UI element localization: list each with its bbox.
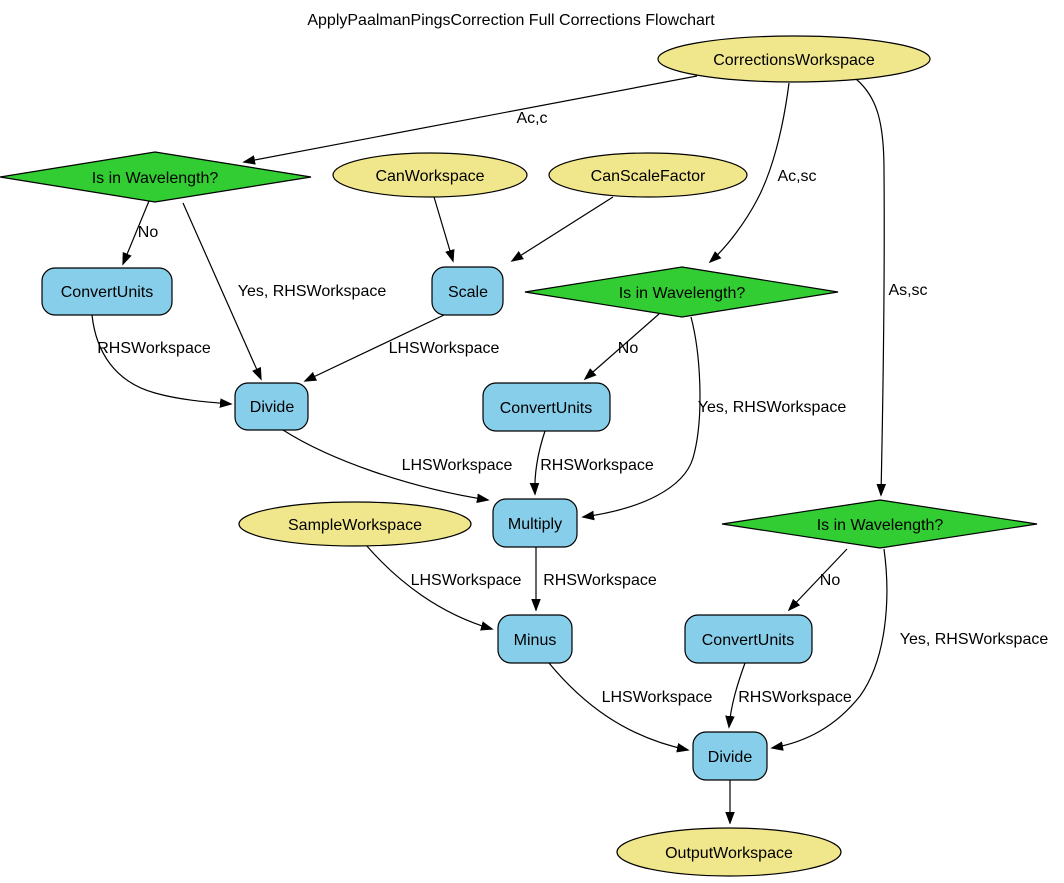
node-output-workspace: OutputWorkspace [616,827,842,877]
edge-label-no-right: No [820,572,841,589]
node-wavelength-check-left: Is in Wavelength? [0,151,312,203]
edge-can-scale-factor-to-scale [512,196,614,261]
diagram-title: ApplyPaalmanPingsCorrection Full Correct… [307,12,715,29]
edge-label-lhs-sample: LHSWorkspace [411,572,522,589]
edge-corrections-to-wavelength-right [855,78,884,495]
edge-label-yes-left: Yes, RHSWorkspace [238,283,387,300]
node-sample-workspace: SampleWorkspace [238,501,472,547]
node-can-scale-factor: CanScaleFactor [548,152,748,198]
node-wavelength-check-middle: Is in Wavelength? [524,266,839,318]
edge-wavelength-middle-no [585,313,660,379]
edge-convert-units-left-to-divide [91,314,231,404]
edge-label-ac-sc: Ac,sc [777,168,816,185]
divide-corrections-label: Divide [250,399,295,416]
can-scale-factor-ellipse [548,152,748,198]
edge-minus-to-divide-output [548,662,688,750]
edge-corrections-to-wavelength-middle [710,82,790,262]
minus-label: Minus [514,632,557,649]
edge-convert-units-right-to-divide-output [729,662,746,727]
convert-units-middle-box [482,382,611,432]
edge-label-rhs-convert-middle: RHSWorkspace [540,457,654,474]
edge-scale-to-divide [305,314,445,381]
convert-units-left-label: ConvertUnits [61,284,153,301]
can-workspace-label: CanWorkspace [375,168,484,185]
scale-box [431,266,504,316]
edge-wavelength-right-no [789,548,848,610]
divide-output-box [692,731,768,781]
edge-label-rhs-convert-right: RHSWorkspace [738,689,852,706]
wavelength-check-right-diamond [721,499,1038,549]
edge-sample-to-minus [365,544,492,629]
divide-corrections-box [234,382,309,431]
edge-wavelength-left-no [123,200,150,264]
edge-label-as-sc: As,sc [888,282,927,299]
edge-label-yes-middle: Yes, RHSWorkspace [698,399,847,416]
edge-labels: Ac,c Ac,sc As,sc No Yes, RHSWorkspace RH… [97,110,1048,706]
wavelength-check-left-label: Is in Wavelength? [92,170,219,187]
node-multiply: Multiply [492,498,578,548]
edge-convert-units-middle-to-multiply [535,430,546,494]
edge-label-rhs-multiply: RHSWorkspace [543,572,657,589]
corrections-workspace-ellipse [657,35,931,83]
convert-units-right-label: ConvertUnits [702,632,794,649]
minus-box [497,614,573,664]
node-wavelength-check-right: Is in Wavelength? [721,499,1038,549]
wavelength-check-middle-diamond [524,266,839,318]
nodes: CorrectionsWorkspace Is in Wavelength? C… [0,35,1038,877]
divide-output-label: Divide [708,749,753,766]
wavelength-check-middle-label: Is in Wavelength? [619,285,746,302]
node-convert-units-middle: ConvertUnits [482,382,611,432]
node-minus: Minus [497,614,573,664]
node-corrections-workspace: CorrectionsWorkspace [657,35,931,83]
multiply-label: Multiply [508,516,562,533]
node-divide-output: Divide [692,731,768,781]
node-convert-units-right: ConvertUnits [684,614,813,664]
edge-label-no-left: No [138,224,159,241]
corrections-workspace-label: CorrectionsWorkspace [713,52,875,69]
edge-label-rhs-left: RHSWorkspace [97,340,211,357]
edge-label-lhs-minus: LHSWorkspace [602,689,713,706]
edge-label-lhs-scale: LHSWorkspace [389,340,500,357]
edge-divide-to-multiply [282,429,488,500]
edge-label-no-middle: No [618,340,639,357]
edge-label-yes-right: Yes, RHSWorkspace [900,631,1049,648]
edge-wavelength-left-yes [182,202,261,379]
node-convert-units-left: ConvertUnits [41,267,173,316]
edge-corrections-to-wavelength-left [244,75,698,162]
wavelength-check-left-diamond [0,151,312,203]
edge-label-lhs-divide: LHSWorkspace [402,457,513,474]
can-scale-factor-label: CanScaleFactor [591,168,706,185]
sample-workspace-ellipse [238,501,472,547]
multiply-box [492,498,578,548]
can-workspace-ellipse [332,152,528,198]
convert-units-left-box [41,267,173,316]
edges [91,75,888,823]
output-workspace-label: OutputWorkspace [665,845,793,862]
edge-can-workspace-to-scale [433,196,453,261]
edge-label-ac-c: Ac,c [516,110,547,127]
convert-units-right-box [684,614,813,664]
output-workspace-ellipse [616,827,842,877]
node-can-workspace: CanWorkspace [332,152,528,198]
scale-label: Scale [448,284,488,301]
sample-workspace-label: SampleWorkspace [288,517,422,534]
node-scale: Scale [431,266,504,316]
edge-wavelength-right-yes [772,548,888,748]
wavelength-check-right-label: Is in Wavelength? [817,517,944,534]
node-divide-corrections: Divide [234,382,309,431]
edge-wavelength-middle-yes [583,316,701,517]
convert-units-middle-label: ConvertUnits [500,400,592,417]
